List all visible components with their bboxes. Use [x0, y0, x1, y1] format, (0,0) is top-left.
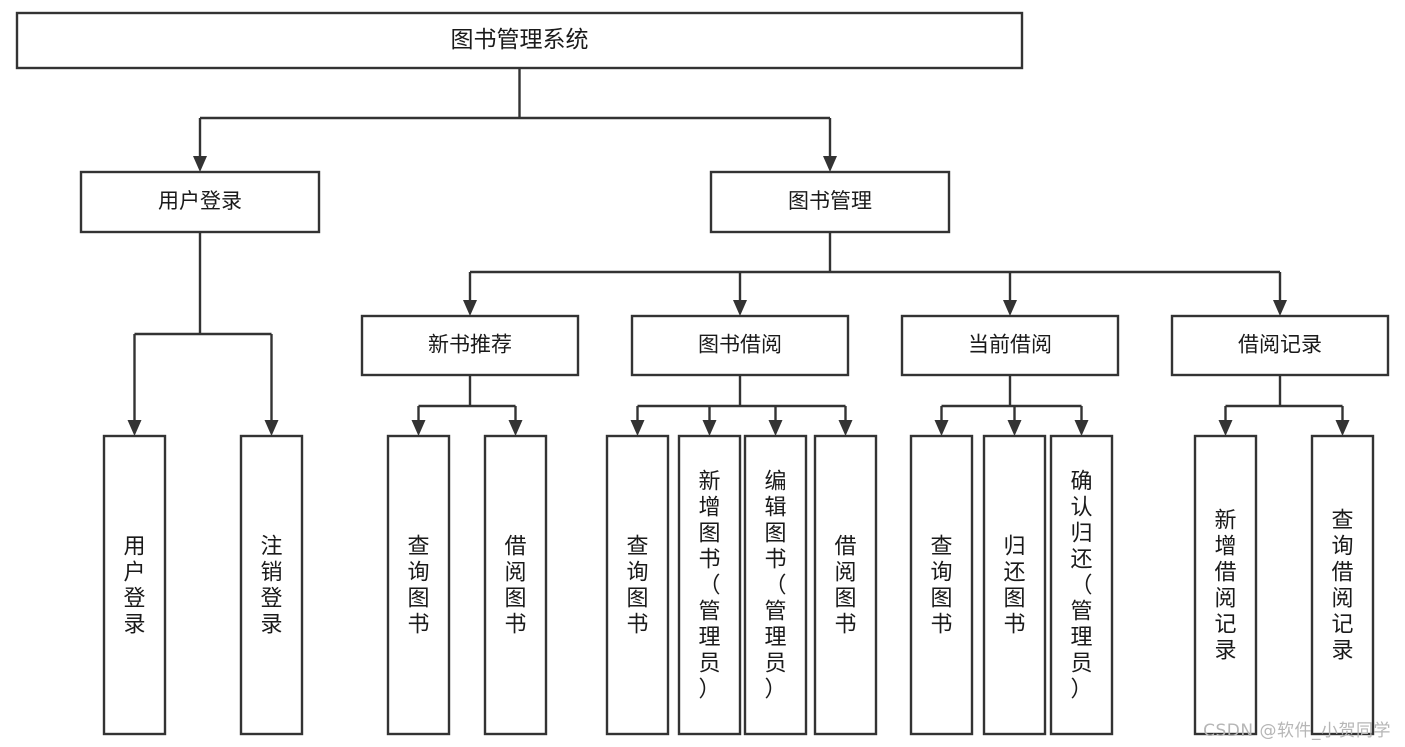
node-label: 图书借阅: [698, 333, 782, 357]
node-leaf-add-book[interactable]: 新增图书（管理员）: [677, 434, 742, 736]
node-box[interactable]: [1170, 314, 1390, 377]
arrow-head-icon: [264, 420, 279, 436]
node-label: 借阅图书: [504, 534, 526, 637]
node-box[interactable]: [386, 434, 451, 736]
node-box[interactable]: [605, 434, 670, 736]
node-user-login[interactable]: 用户登录: [79, 170, 321, 234]
node-label: 注销登录: [260, 534, 282, 637]
node-label: 编辑图书（管理员）: [764, 469, 786, 702]
node-box[interactable]: [1310, 434, 1375, 736]
node-leaf-return-book[interactable]: 归还图书: [982, 434, 1047, 736]
node-label: 新书推荐: [428, 333, 512, 357]
arrow-head-icon: [823, 156, 837, 172]
node-label: 查询图书: [930, 534, 952, 637]
node-box[interactable]: [677, 434, 742, 736]
node-label: 查询图书: [407, 534, 429, 637]
arrow-head-icon: [702, 420, 717, 436]
connector-group-book-manage: [463, 232, 1287, 316]
node-box[interactable]: [102, 434, 167, 736]
node-layer: 图书管理系统用户登录图书管理新书推荐图书借阅当前借阅借阅记录用户登录注销登录查询…: [15, 11, 1390, 736]
node-label: 归还图书: [1003, 534, 1025, 637]
node-box[interactable]: [1193, 434, 1258, 736]
node-box[interactable]: [909, 434, 974, 736]
arrow-head-icon: [508, 420, 523, 436]
arrow-head-icon: [630, 420, 645, 436]
node-leaf-logout[interactable]: 注销登录: [239, 434, 304, 736]
node-label: 新增借阅记录: [1214, 508, 1236, 663]
node-box[interactable]: [709, 170, 951, 234]
arrow-head-icon: [411, 420, 426, 436]
node-box[interactable]: [79, 170, 321, 234]
node-label: 图书管理: [788, 189, 872, 213]
arrow-head-icon: [193, 156, 207, 172]
node-borrow-record[interactable]: 借阅记录: [1170, 314, 1390, 377]
arrow-head-icon: [1007, 420, 1022, 436]
arrow-head-icon: [127, 420, 142, 436]
node-box[interactable]: [743, 434, 808, 736]
connector-group-current-borrow: [934, 375, 1089, 436]
node-label: 借阅记录: [1238, 333, 1322, 357]
node-leaf-add-record[interactable]: 新增借阅记录: [1193, 434, 1258, 736]
connector-group-new-book-rec: [411, 375, 523, 436]
node-leaf-query-record[interactable]: 查询借阅记录: [1310, 434, 1375, 736]
node-label: 查询借阅记录: [1331, 508, 1353, 663]
arrow-head-icon: [1003, 300, 1017, 316]
arrow-head-icon: [934, 420, 949, 436]
connector-group-book-borrow: [630, 375, 853, 436]
node-label: 用户登录: [158, 189, 242, 213]
node-label: 查询图书: [626, 534, 648, 637]
arrow-head-icon: [1335, 420, 1350, 436]
node-new-book-rec[interactable]: 新书推荐: [360, 314, 580, 377]
node-label: 当前借阅: [968, 333, 1052, 357]
node-box[interactable]: [239, 434, 304, 736]
connector-layer: [127, 68, 1350, 436]
node-box[interactable]: [15, 11, 1024, 70]
node-label: 新增图书（管理员）: [698, 469, 720, 702]
node-box[interactable]: [630, 314, 850, 377]
node-leaf-edit-book[interactable]: 编辑图书（管理员）: [743, 434, 808, 736]
node-box[interactable]: [982, 434, 1047, 736]
arrow-head-icon: [1273, 300, 1287, 316]
node-box[interactable]: [1049, 434, 1114, 736]
node-root[interactable]: 图书管理系统: [15, 11, 1024, 70]
node-box[interactable]: [483, 434, 548, 736]
node-current-borrow[interactable]: 当前借阅: [900, 314, 1120, 377]
connector-group-borrow-record: [1218, 375, 1350, 436]
node-box[interactable]: [900, 314, 1120, 377]
node-label: 图书管理系统: [451, 27, 589, 53]
node-leaf-user-login[interactable]: 用户登录: [102, 434, 167, 736]
node-leaf-query-book-b[interactable]: 查询图书: [605, 434, 670, 736]
connector-group-user-login: [127, 232, 279, 436]
arrow-head-icon: [838, 420, 853, 436]
node-book-borrow[interactable]: 图书借阅: [630, 314, 850, 377]
node-leaf-query-book-rec[interactable]: 查询图书: [386, 434, 451, 736]
arrow-head-icon: [463, 300, 477, 316]
node-leaf-borrow-book-rec[interactable]: 借阅图书: [483, 434, 548, 736]
arrow-head-icon: [768, 420, 783, 436]
node-box[interactable]: [813, 434, 878, 736]
arrow-head-icon: [1218, 420, 1233, 436]
node-label: 确认归还（管理员）: [1070, 469, 1092, 702]
node-leaf-query-book-c[interactable]: 查询图书: [909, 434, 974, 736]
node-label: 用户登录: [123, 534, 145, 637]
node-box[interactable]: [360, 314, 580, 377]
node-label: 借阅图书: [834, 534, 856, 637]
node-book-manage[interactable]: 图书管理: [709, 170, 951, 234]
arrow-head-icon: [733, 300, 747, 316]
node-leaf-borrow-book-b[interactable]: 借阅图书: [813, 434, 878, 736]
node-leaf-confirm-return[interactable]: 确认归还（管理员）: [1049, 434, 1114, 736]
arrow-head-icon: [1074, 420, 1089, 436]
connector-group-root: [193, 68, 837, 172]
